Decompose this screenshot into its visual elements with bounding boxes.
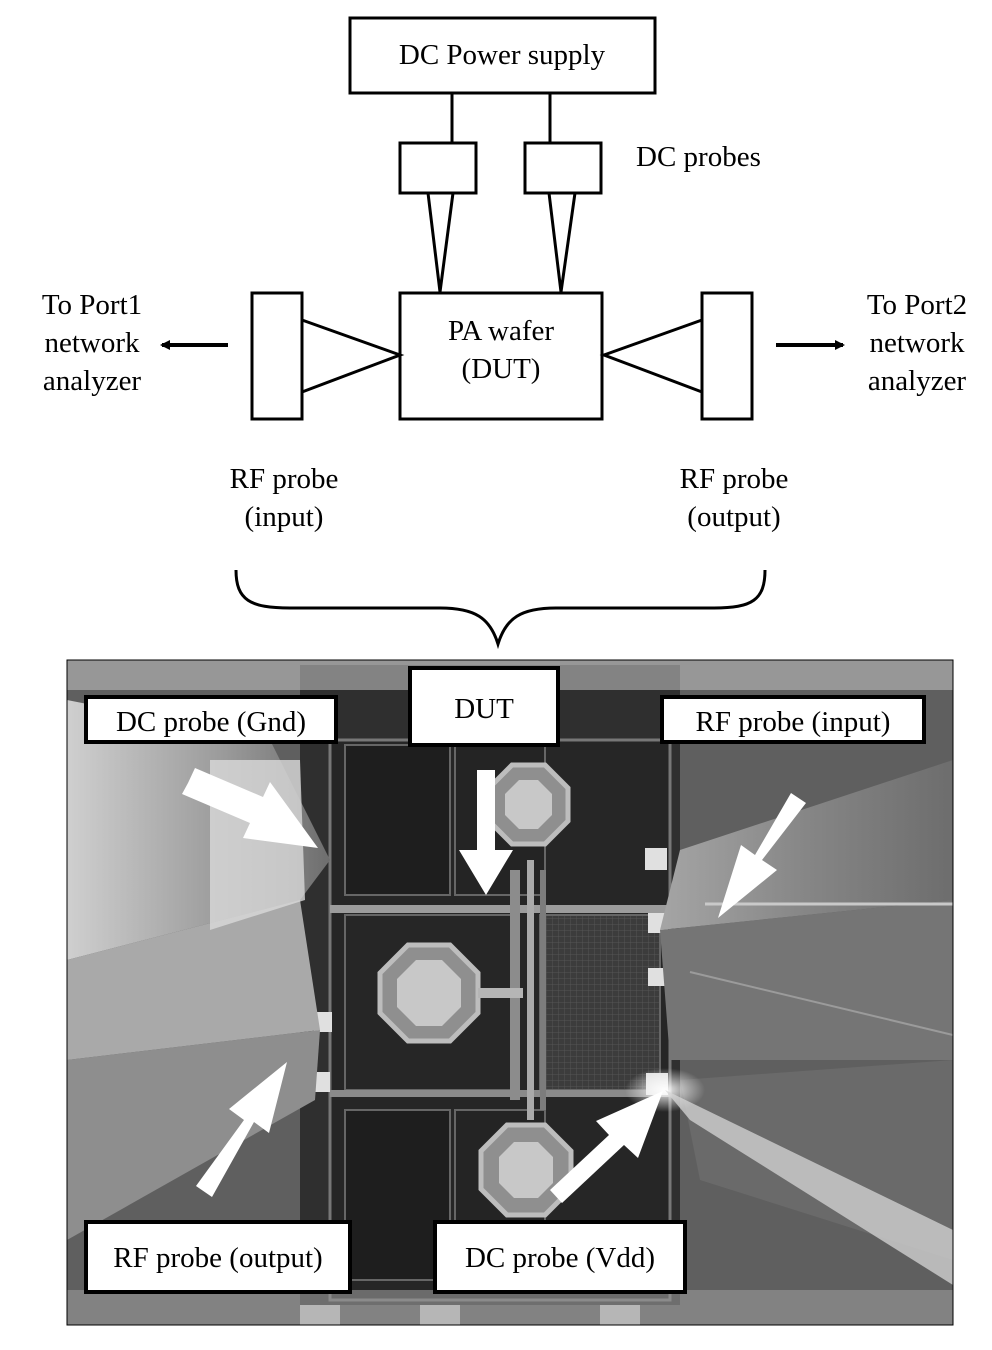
dc-probe-tip-right [547,192,577,293]
rf-output-photo-label-box [84,1220,352,1294]
dc-gnd-arrow [182,768,318,848]
rf-output-arrow [196,1062,287,1197]
dut-photo-label: DUT [454,693,514,725]
port1-label-line1: To Port1 [42,289,142,321]
rf-output-photo-label: RF probe (output) [113,1242,322,1274]
dc-power-supply-box [348,16,657,95]
dc-vdd-label: DC probe (Vdd) [465,1242,655,1274]
dc-gnd-label-box [84,695,338,744]
dut-box [398,291,604,421]
dc-power-supply-label: DC Power supply [399,39,606,71]
rf-input-photo-label: RF probe (input) [696,706,891,738]
port2-label-line1: To Port2 [867,289,967,321]
rf-output-label-line1: RF probe [680,463,789,495]
dc-probe-head-left [398,141,478,195]
rf-probe-output-tip [599,318,703,394]
rf-probe-input-body [250,291,304,421]
rf-probe-output-body [700,291,754,421]
port1-label-line2: network [44,327,140,359]
port2-label-line3: analyzer [868,365,967,397]
dc-probe-tip-left [426,192,455,293]
right-probe-middle [660,900,953,1060]
dc-vdd-label-box [433,1220,687,1294]
dut-photo-label-box [408,666,560,747]
dut-label-line2: (DUT) [462,353,541,385]
left-probe-lower [67,1030,320,1240]
rf-input-label-line1: RF probe [230,463,339,495]
rf-input-photo-label-box [660,695,926,744]
rf-input-arrow [718,793,806,918]
dc-vdd-arrow [550,1091,663,1203]
dut-arrow [459,770,513,895]
rf-probe-input-tip [301,318,405,394]
dc-probes-label: DC probes [636,141,761,173]
die-photo: DUT DC probe (Gnd) RF probe (input) RF p… [66,659,954,1326]
rf-output-label-line2: (output) [687,501,780,533]
dc-probe-head-right [523,141,603,195]
rf-input-label-line2: (input) [245,501,324,533]
curly-brace [234,569,767,650]
schematic: DC Power supply DC probes PA wafer (DUT)… [42,16,967,650]
photo-labels: DUT DC probe (Gnd) RF probe (input) RF p… [84,666,926,1294]
port1-label-line3: analyzer [43,365,142,397]
dc-gnd-label: DC probe (Gnd) [116,706,306,738]
port2-label-line2: network [869,327,965,359]
left-probe-middle [67,900,320,1060]
dut-label-line1: PA wafer [448,315,554,347]
